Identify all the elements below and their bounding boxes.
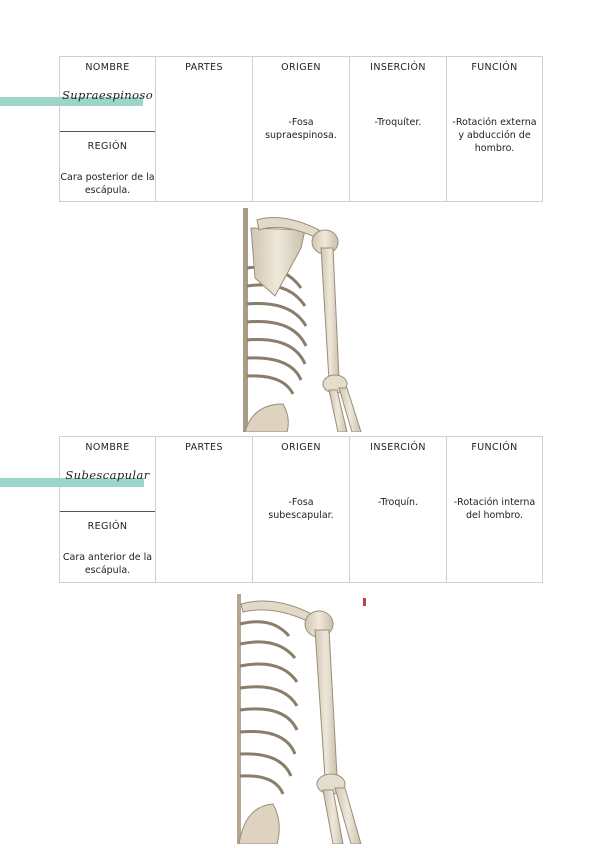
skeleton-posterior-illustration [243,208,362,432]
funcion-cell: FUNCIÓN -Rotación interna del hombro. [446,436,543,583]
muscle-name: Subescapular [65,468,150,482]
name-highlight-1 [0,97,143,106]
insercion-cell: INSERCIÓN -Troquín. [349,436,447,583]
origen-cell: ORIGEN -Fosa supraespinosa. [252,56,350,202]
nombre-header: NOMBRE [85,442,130,453]
partes-cell: PARTES [155,436,253,583]
insercion-cell: INSERCIÓN -Troquíter. [349,56,447,202]
name-divider [60,511,155,512]
origen-text: -Fosa subescapular. [268,497,334,521]
muscle-table-2: NOMBRE Subescapular REGIÓN Cara anterior… [59,436,543,583]
nombre-cell: NOMBRE Subescapular REGIÓN Cara anterior… [59,436,156,583]
origen-header: ORIGEN [281,442,321,453]
insercion-header: INSERCIÓN [370,62,426,73]
region-header: REGIÓN [87,521,128,532]
nombre-cell: NOMBRE Supraespinoso REGIÓN Cara posteri… [59,56,156,202]
muscle-name: Supraespinoso [61,88,154,102]
funcion-text: -Rotación externa y abducción de hombro. [452,117,537,154]
name-divider [60,131,155,132]
nombre-header: NOMBRE [85,62,130,73]
skeleton-anterior-illustration [237,594,366,844]
insercion-text: -Troquíter. [374,117,422,128]
funcion-header: FUNCIÓN [471,442,518,453]
partes-header: PARTES [185,442,223,453]
funcion-text: -Rotación interna del hombro. [453,497,536,521]
region-text: Cara posterior de la escápula. [60,172,155,196]
insercion-text: -Troquín. [377,497,419,508]
funcion-header: FUNCIÓN [471,62,518,73]
region-header: REGIÓN [87,141,128,152]
origen-cell: ORIGEN -Fosa subescapular. [252,436,350,583]
origen-header: ORIGEN [281,62,321,73]
region-text: Cara anterior de la escápula. [62,552,153,576]
name-highlight-2 [0,478,144,487]
origen-text: -Fosa supraespinosa. [265,117,337,141]
partes-cell: PARTES [155,56,253,202]
funcion-cell: FUNCIÓN -Rotación externa y abducción de… [446,56,543,202]
insercion-header: INSERCIÓN [370,442,426,453]
partes-header: PARTES [185,62,223,73]
muscle-table-1: NOMBRE Supraespinoso REGIÓN Cara posteri… [59,56,543,202]
